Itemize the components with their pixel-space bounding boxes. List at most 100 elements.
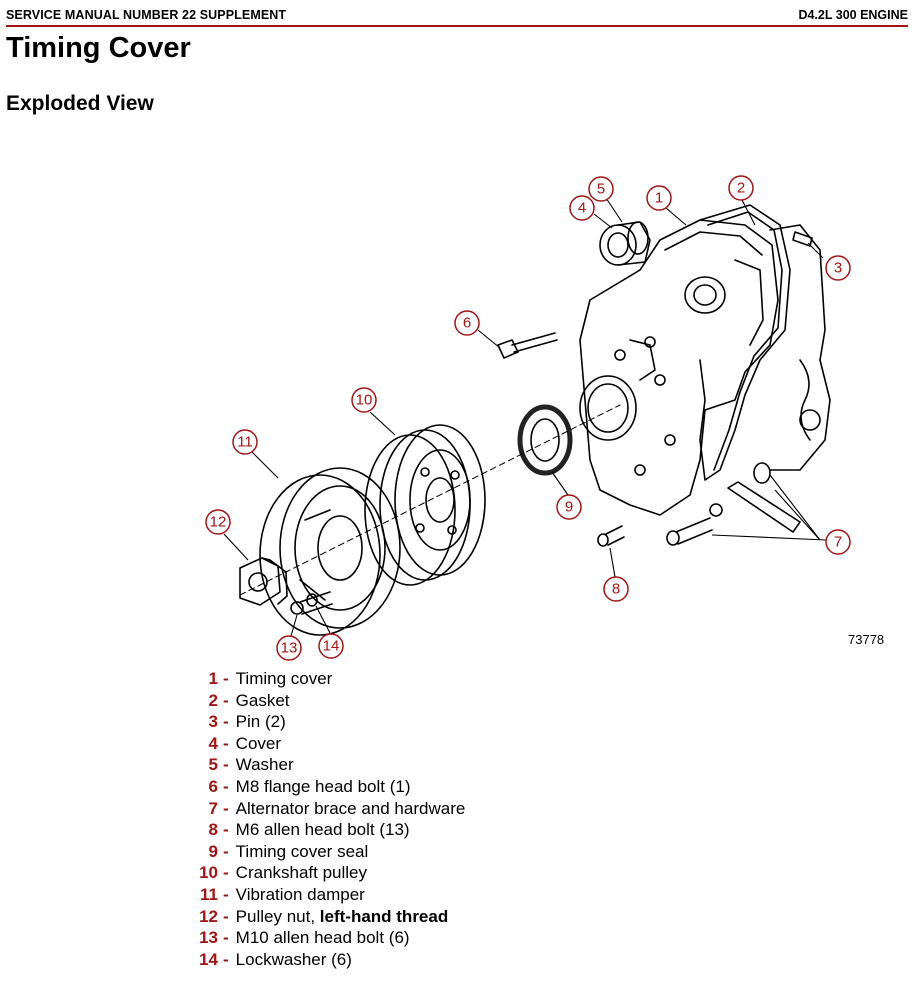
legend-item-separator: - xyxy=(223,906,229,926)
callout-8: 8 xyxy=(612,581,620,598)
alternator-brace xyxy=(666,462,801,546)
legend-item-number: 14 xyxy=(199,949,218,969)
callout-13: 13 xyxy=(281,640,298,657)
legend-item-text: Gasket xyxy=(235,690,290,710)
legend-item-description: M8 flange head bolt (1) xyxy=(236,777,411,797)
legend-item-separator: - xyxy=(223,690,229,710)
legend-item-separator: - xyxy=(223,755,229,775)
legend-item-text: M8 flange head bolt (1) xyxy=(235,776,411,796)
legend-item-number: 13 xyxy=(199,928,218,948)
page-header: SERVICE MANUAL NUMBER 22 SUPPLEMENT D4.2… xyxy=(6,8,908,27)
callout-12: 12 xyxy=(210,514,227,531)
legend-item-text: Pulley nut, xyxy=(235,906,320,926)
legend-item-text: Crankshaft pulley xyxy=(235,863,368,883)
header-engine-label: D4.2L 300 ENGINE xyxy=(798,8,908,22)
engine-block xyxy=(769,224,831,471)
legend-item-separator: - xyxy=(223,841,229,861)
legend-item-number: 10 xyxy=(199,863,218,883)
legend-item-separator: - xyxy=(223,733,229,753)
timing-cover-seal xyxy=(517,404,573,476)
legend-item-number: 11 xyxy=(200,884,218,904)
legend-item-number: 5 xyxy=(208,755,218,775)
legend-item-number: 9 xyxy=(208,841,218,861)
legend-item-number: 12 xyxy=(199,906,218,926)
legend-item-description: M10 allen head bolt (6) xyxy=(236,928,410,948)
legend-item-number: 6 xyxy=(208,776,218,796)
legend-item-text: M10 allen head bolt (6) xyxy=(235,928,410,948)
callout-1: 1 xyxy=(655,190,663,207)
legend-item-description: Vibration damper xyxy=(236,885,365,905)
callout-6: 6 xyxy=(463,315,471,332)
legend-item-description: Gasket xyxy=(236,691,290,711)
header-manual-title: SERVICE MANUAL NUMBER 22 SUPPLEMENT xyxy=(6,8,287,22)
exploded-view-diagram: 1 2 3 4 5 6 7 8 9 10 11 12 13 14 xyxy=(205,175,851,661)
gasket xyxy=(699,204,791,481)
legend-item-text: Timing cover seal xyxy=(235,841,369,861)
legend-item: 3-Pin (2) xyxy=(190,712,690,734)
legend-item: 10-Crankshaft pulley xyxy=(190,863,690,885)
section-subtitle: Exploded View xyxy=(6,92,154,115)
legend-item: 7-Alternator brace and hardware xyxy=(190,799,690,821)
callout-5: 5 xyxy=(597,181,605,198)
callout-2: 2 xyxy=(737,180,745,197)
legend-item-number: 8 xyxy=(208,820,218,840)
legend-item-separator: - xyxy=(223,884,229,904)
legend-item-description: Alternator brace and hardware xyxy=(236,799,466,819)
cover-and-washer xyxy=(599,221,651,266)
legend-item-description: Timing cover xyxy=(236,669,333,689)
legend-item-text: Cover xyxy=(235,733,282,753)
legend-item-separator: - xyxy=(223,798,229,818)
flange-head-bolt xyxy=(497,332,558,359)
legend-item: 2-Gasket xyxy=(190,691,690,713)
legend-item-number: 1 xyxy=(208,669,218,688)
page-title: Timing Cover xyxy=(6,32,191,64)
callout-10: 10 xyxy=(356,392,373,409)
legend-item-description: Crankshaft pulley xyxy=(236,863,367,883)
pin xyxy=(792,231,813,247)
legend-item-separator: - xyxy=(223,776,229,796)
legend-item-text: Alternator brace and hardware xyxy=(235,798,466,818)
legend-item-separator: - xyxy=(223,928,229,948)
timing-cover xyxy=(579,219,779,516)
vibration-damper xyxy=(259,467,401,636)
legend-item: 11-Vibration damper xyxy=(190,885,690,907)
callout-14: 14 xyxy=(323,638,340,655)
legend-item-number: 4 xyxy=(208,733,218,753)
allen-head-bolt xyxy=(597,525,625,547)
legend-item-separator: - xyxy=(223,669,229,688)
legend-item-text: Timing cover xyxy=(235,669,333,688)
legend-item: 8-M6 allen head bolt (13) xyxy=(190,820,690,842)
legend-item-separator: - xyxy=(223,712,229,732)
legend-item-emphasis: left-hand thread xyxy=(319,906,449,926)
legend-item-number: 3 xyxy=(208,712,218,732)
legend-item: 9-Timing cover seal xyxy=(190,842,690,864)
legend-item-number: 2 xyxy=(208,690,218,710)
legend-item: 13-M10 allen head bolt (6) xyxy=(190,928,690,950)
legend-item-description: Pulley nut, left-hand thread xyxy=(236,907,449,927)
legend-item-text: Washer xyxy=(235,755,294,775)
legend-item-description: Cover xyxy=(236,734,281,754)
legend-item-description: M6 allen head bolt (13) xyxy=(236,820,410,840)
legend-item: 14-Lockwasher (6) xyxy=(190,950,690,972)
callout-4: 4 xyxy=(578,200,586,217)
legend-item-description: Timing cover seal xyxy=(236,842,369,862)
legend-item: 6-M8 flange head bolt (1) xyxy=(190,777,690,799)
legend-item: 5-Washer xyxy=(190,755,690,777)
legend-item-text: Vibration damper xyxy=(235,884,365,904)
legend-item: 4-Cover xyxy=(190,734,690,756)
legend-item-text: Pin (2) xyxy=(235,712,286,732)
legend-item-description: Lockwasher (6) xyxy=(236,950,352,970)
legend-item-number: 7 xyxy=(208,798,218,818)
legend-item: 1-Timing cover xyxy=(190,669,690,691)
callout-3: 3 xyxy=(834,260,842,277)
crankshaft-pulley xyxy=(364,424,486,586)
legend-item-description: Washer xyxy=(236,755,294,775)
callout-11: 11 xyxy=(237,434,253,451)
legend-item-separator: - xyxy=(223,863,229,883)
legend-item: 12-Pulley nut, left-hand thread xyxy=(190,907,690,929)
callout-7: 7 xyxy=(834,534,842,551)
legend-item-text: M6 allen head bolt (13) xyxy=(235,820,410,840)
legend-item-description: Pin (2) xyxy=(236,712,286,732)
legend-item-separator: - xyxy=(223,949,229,969)
